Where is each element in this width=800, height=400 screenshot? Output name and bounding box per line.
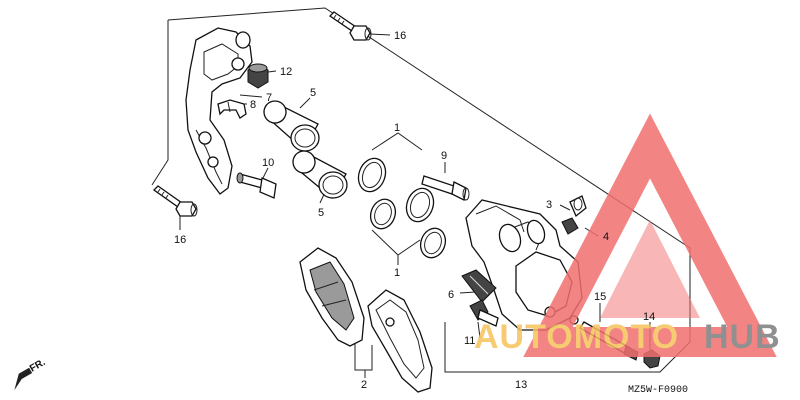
callout-4: 4 <box>603 231 609 243</box>
callout-2: 2 <box>361 379 367 391</box>
cap-4 <box>561 217 579 235</box>
watermark-text-automoto: AUTOMOTO <box>474 318 679 356</box>
callout-15: 15 <box>594 291 606 303</box>
callout-10: 10 <box>262 157 274 169</box>
direction-label: FR. <box>28 357 48 375</box>
clip-8 <box>217 99 247 119</box>
bolt-16-top <box>328 11 372 41</box>
pin-9 <box>421 175 470 201</box>
caliper-bracket <box>185 27 253 195</box>
callout-7: 7 <box>266 92 272 104</box>
piston-5-upper <box>263 100 320 152</box>
brake-pad-outer <box>299 247 365 347</box>
callout-1-lower: 1 <box>394 267 400 279</box>
front-direction-arrow: FR. <box>14 357 48 391</box>
brake-pad-inner <box>367 289 433 393</box>
bolt-16-lower <box>152 185 198 217</box>
callout-6: 6 <box>448 289 454 301</box>
callout-labels: 16 12 7 8 5 1 10 9 5 16 3 4 1 6 15 14 11… <box>174 30 688 396</box>
watermark-logo: AUTOMOTO HUB <box>474 113 781 357</box>
diagram-code: MZ5W-F0900 <box>628 385 688 396</box>
callout-16-top: 16 <box>394 30 406 42</box>
callout-13: 13 <box>515 379 527 391</box>
callout-5-upper: 5 <box>310 87 316 99</box>
pin-10 <box>236 172 277 199</box>
callout-14: 14 <box>643 311 655 323</box>
bleeder-3 <box>569 195 587 218</box>
watermark-text-hub: HUB <box>704 318 781 356</box>
callout-8: 8 <box>250 99 256 111</box>
seals-1 <box>357 157 447 259</box>
bolt-11 <box>469 299 499 327</box>
callout-9: 9 <box>441 150 447 162</box>
callout-16-lower: 16 <box>174 234 186 246</box>
caliper-body-13 <box>465 199 583 331</box>
shim-6 <box>461 269 497 303</box>
piston-5-lower <box>292 150 348 199</box>
callout-12: 12 <box>280 66 292 78</box>
callout-11: 11 <box>464 335 475 347</box>
callout-3: 3 <box>546 199 552 211</box>
callout-5-lower: 5 <box>318 207 324 219</box>
callout-1-upper: 1 <box>394 122 400 134</box>
pin-boot-12 <box>247 63 269 89</box>
